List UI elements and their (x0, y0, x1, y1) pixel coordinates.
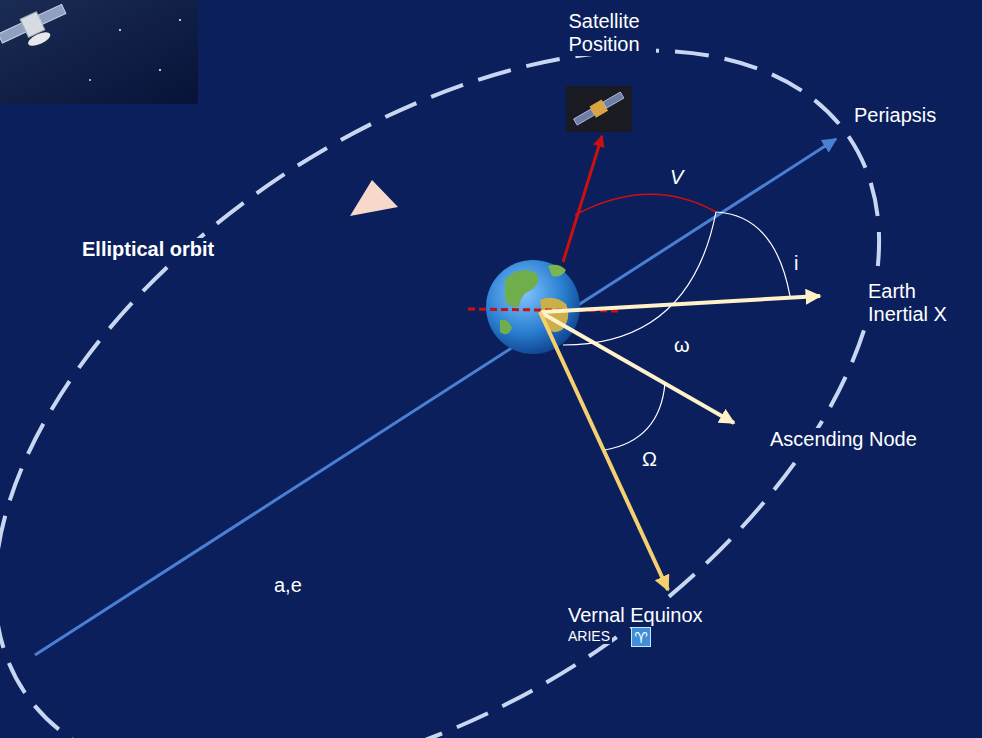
continent (500, 320, 512, 335)
continent (548, 265, 566, 277)
periapsis-label: Periapsis (852, 104, 938, 127)
star (119, 29, 121, 31)
solar-panel (0, 23, 26, 43)
earth-globe (486, 260, 580, 354)
star (179, 19, 181, 21)
axis-label: a,e (272, 574, 304, 597)
satellite-picture-ground (566, 86, 632, 132)
position-vector (563, 136, 602, 262)
aries-symbol-box: ♈ (631, 627, 651, 647)
orbit-label: Elliptical orbit (80, 238, 216, 261)
perigee-argument-arc (563, 212, 716, 345)
solar-panel (574, 109, 595, 125)
satellite-label: Satellite Position (552, 10, 656, 56)
node-longitude-arc (605, 383, 665, 450)
inertial-x-arrow (542, 296, 820, 312)
direction-arrowhead (350, 180, 398, 216)
symbol-text: ♈ (634, 630, 647, 645)
dish (26, 29, 52, 48)
earth (486, 260, 580, 354)
satellite-icon (572, 89, 625, 127)
major-axis (35, 139, 836, 655)
satellite-thumbnail (0, 0, 198, 104)
angle-symbol: i (792, 252, 800, 275)
ascending-node-arrow (540, 312, 734, 423)
angle-symbol: Ω (640, 448, 659, 471)
star (89, 79, 91, 81)
node-label: Ascending Node (768, 428, 919, 451)
satellite-figure (0, 1, 73, 59)
solar-panel (603, 92, 624, 108)
continent (505, 270, 538, 307)
vernal-equinox-arrow (540, 312, 668, 590)
constellation-label: ARIES (566, 628, 612, 644)
angle-symbol: V (668, 166, 685, 189)
thumbnail-ground (0, 0, 198, 104)
axis-label: Earth Inertial X (866, 280, 974, 326)
satellite-picture (566, 86, 632, 132)
equinox-label: Vernal Equinox (566, 604, 705, 627)
inclination-arc (716, 212, 790, 296)
solar-panel (38, 4, 66, 24)
star (159, 69, 161, 71)
angle-symbol: ω (672, 334, 692, 357)
true-anomaly-arc (575, 194, 716, 215)
